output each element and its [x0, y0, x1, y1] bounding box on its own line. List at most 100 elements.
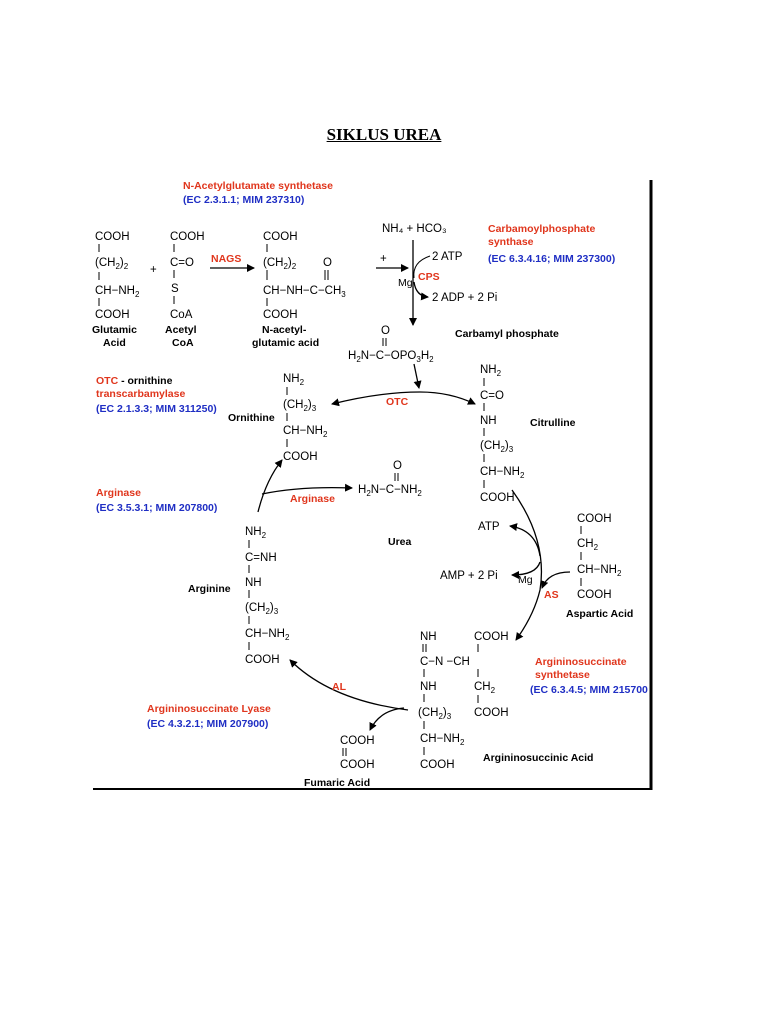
nags-enzyme-name: N-Acetylglutamate synthetase [183, 180, 333, 192]
arginase-arrow-to-urea [261, 483, 353, 495]
cps-enzyme-name-2: synthase [488, 236, 534, 248]
svg-text:CH2: CH2 [474, 681, 496, 695]
otc-enzyme-ec: (EC 2.1.3.3; MIM 311250) [96, 403, 217, 415]
svg-text:C=NH: C=NH [245, 552, 277, 564]
aspartic-acid-structure: COOH CH2 CH−NH2 COOH [577, 513, 622, 601]
al-enzyme-name: Argininosuccinate Lyase [147, 703, 271, 715]
amp-pi-label: AMP + 2 Pi [440, 570, 498, 582]
nags-abbr: NAGS [211, 253, 241, 265]
svg-text:COOH: COOH [95, 309, 130, 321]
svg-text:S: S [171, 283, 179, 295]
svg-text:CH−NH2: CH−NH2 [95, 285, 140, 299]
argininosuccinic-acid-label: Argininosuccinic Acid [483, 752, 593, 764]
citrulline-label: Citrulline [530, 417, 576, 429]
svg-text:NH: NH [420, 681, 437, 693]
svg-text:COOH: COOH [577, 513, 612, 525]
plus-atp: + [380, 253, 387, 265]
svg-text:NH2: NH2 [245, 526, 267, 540]
svg-text:CH−NH2: CH−NH2 [283, 425, 328, 439]
mg-as: Mg [518, 574, 533, 586]
amp-out-curve [511, 561, 541, 579]
acetyl-coa-label-1: Acetyl [165, 324, 197, 336]
al-arrow-to-fumarate [369, 707, 405, 731]
svg-text:CoA: CoA [170, 309, 193, 321]
acetyl-coa-structure: COOH C=O S CoA [170, 231, 205, 321]
al-enzyme-ec: (EC 4.3.2.1; MIM 207900) [147, 718, 268, 730]
svg-text:C−N −CH: C−N −CH [420, 656, 470, 668]
adp-pi: 2 ADP + 2 Pi [432, 292, 497, 304]
svg-text:CH−NH−C−CH3: CH−NH−C−CH3 [263, 285, 346, 299]
glutamic-acid-structure: COOH (CH2)2 CH−NH2 COOH [95, 231, 140, 321]
arginase-abbr: Arginase [290, 493, 335, 505]
arginase-enzyme-name: Arginase [96, 487, 141, 499]
svg-text:COOH: COOH [474, 631, 509, 643]
svg-text:CH−NH2: CH−NH2 [577, 564, 622, 578]
carbamyl-phosphate-structure: O H2N−C−OPO3H2 [348, 325, 434, 364]
ornithine-label: Ornithine [228, 412, 275, 424]
ornithine-structure: NH2 (CH2)3 CH−NH2 COOH [283, 373, 328, 463]
glutamic-acid-label-1: Glutamic [92, 324, 137, 336]
carbamyl-phosphate-label: Carbamyl phosphate [455, 328, 559, 340]
otc-arrow-to-citrulline [419, 391, 476, 405]
page-title: SIKLUS UREA [326, 125, 442, 144]
two-atp: 2 ATP [432, 251, 463, 263]
svg-text:COOH: COOH [577, 589, 612, 601]
arginase-arrow-to-ornithine [257, 459, 283, 513]
svg-text:COOH: COOH [474, 707, 509, 719]
otc-abbr: OTC [386, 396, 409, 408]
svg-text:C=O: C=O [480, 390, 504, 402]
svg-text:CH2: CH2 [577, 538, 599, 552]
nags-enzyme-ec: (EC 2.3.1.1; MIM 237310) [183, 194, 304, 206]
acetyl-coa-label-2: CoA [172, 337, 194, 349]
svg-text:NH: NH [480, 415, 497, 427]
svg-text:COOH: COOH [95, 231, 130, 243]
svg-text:NH2: NH2 [480, 364, 502, 378]
svg-text:COOH: COOH [340, 735, 375, 747]
svg-text:COOH: COOH [420, 759, 455, 771]
svg-text:O: O [323, 257, 332, 269]
cps-enzyme-ec: (EC 6.3.4.16; MIM 237300) [488, 253, 615, 265]
n-acetylglutamic-label-1: N-acetyl- [262, 324, 307, 336]
al-abbr: AL [332, 681, 347, 693]
al-arrow-to-arginine [289, 659, 409, 711]
mg-cps: Mg [398, 277, 413, 289]
fumaric-acid-label: Fumaric Acid [304, 777, 370, 789]
citrulline-structure: NH2 C=O NH (CH2)3 CH−NH2 COOH [480, 364, 525, 504]
svg-text:(CH2)2: (CH2)2 [95, 257, 129, 271]
citrulline-to-as-curve [511, 489, 543, 641]
svg-text:COOH: COOH [170, 231, 205, 243]
carbamyl-to-otc-arrow [413, 363, 422, 389]
atp-curve [413, 255, 431, 279]
cps-enzyme-name-1: Carbamoylphosphate [488, 223, 596, 235]
svg-text:COOH: COOH [263, 309, 298, 321]
otc-arrow-to-ornithine [331, 391, 421, 407]
svg-text:COOH: COOH [263, 231, 298, 243]
svg-text:(CH2)3: (CH2)3 [418, 707, 452, 721]
arginine-structure: NH2 C=NH NH (CH2)3 CH−NH2 COOH [245, 526, 290, 666]
svg-text:H2N−C−NH2: H2N−C−NH2 [358, 484, 422, 498]
as-enzyme-name-2: synthetase [535, 669, 590, 681]
as-abbr: AS [544, 589, 559, 601]
atp-in-curve [509, 523, 541, 557]
svg-text:NH2: NH2 [283, 373, 305, 387]
atp-label: ATP [478, 521, 500, 533]
aspartic-acid-label: Aspartic Acid [566, 608, 633, 620]
as-enzyme-ec: (EC 6.3.4.5; MIM 215700 [530, 684, 648, 696]
glutamic-acid-label-2: Acid [103, 337, 126, 349]
svg-text:CH−NH2: CH−NH2 [245, 628, 290, 642]
svg-text:COOH: COOH [480, 492, 515, 504]
otc-enzyme-name-1: OTC - ornithine [96, 375, 173, 387]
svg-text:CH−NH2: CH−NH2 [420, 733, 465, 747]
adp-curve [413, 281, 429, 301]
svg-text:H2N−C−OPO3H2: H2N−C−OPO3H2 [348, 350, 434, 364]
svg-text:NH: NH [245, 577, 262, 589]
plus-sign: + [150, 264, 157, 276]
svg-text:(CH2)3: (CH2)3 [283, 399, 317, 413]
n-acetylglutamic-label-2: glutamic acid [252, 337, 319, 349]
svg-text:C=O: C=O [170, 257, 194, 269]
svg-text:CH−NH2: CH−NH2 [480, 466, 525, 480]
svg-text:(CH2)3: (CH2)3 [245, 602, 279, 616]
arginase-enzyme-ec: (EC 3.5.3.1; MIM 207800) [96, 502, 217, 514]
svg-text:COOH: COOH [245, 654, 280, 666]
